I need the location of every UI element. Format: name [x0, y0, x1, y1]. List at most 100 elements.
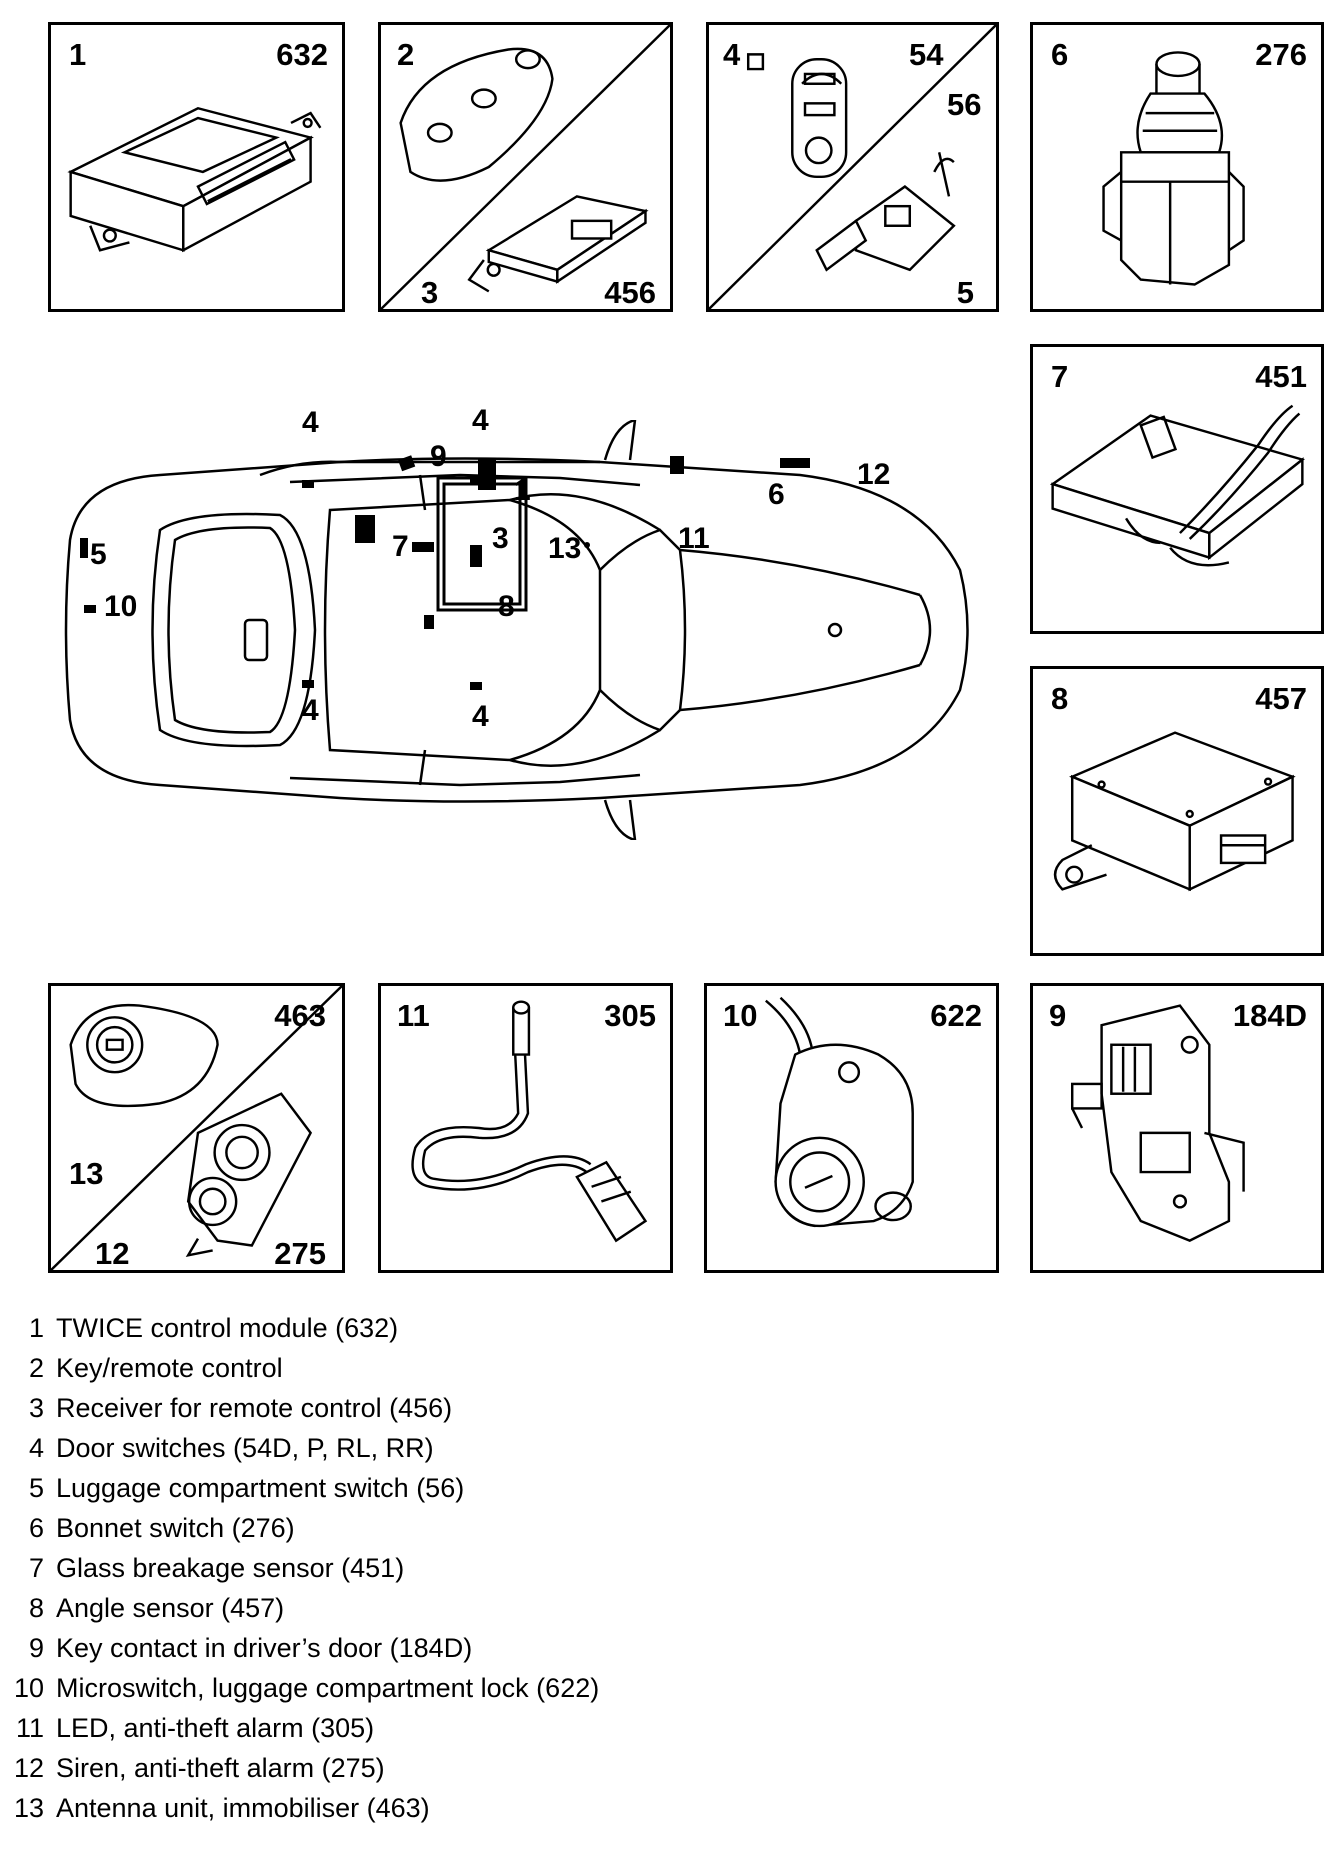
panel-part-number: 56 — [947, 87, 982, 122]
key-receiver-illustration — [381, 25, 670, 309]
legend-number: 1 — [28, 1313, 44, 1343]
car-label-antenna-unit: 13 — [548, 532, 582, 565]
legend-number: 13 — [13, 1793, 44, 1823]
legend-text: Antenna unit, immobiliser (463) — [56, 1793, 430, 1823]
legend-number: 12 — [13, 1753, 44, 1783]
panel-key-receiver: 2 3 456 — [378, 22, 673, 312]
panel-part-number: 457 — [1255, 681, 1307, 716]
panel-number-label: 9 — [1049, 998, 1067, 1033]
legend-item: 4 Door switches (54D, P, RL, RR) — [0, 1428, 434, 1468]
legend-text: Microswitch, luggage compartment lock (6… — [56, 1673, 600, 1703]
legend-number: 10 — [13, 1673, 44, 1703]
legend-text: TWICE control module (632) — [56, 1313, 399, 1343]
legend-item: 8 Angle sensor (457) — [0, 1588, 284, 1628]
panel-door-luggage-switch: 4 54 56 5 — [706, 22, 999, 312]
legend-item: 5 Luggage compartment switch (56) — [0, 1468, 464, 1508]
legend-text: Bonnet switch (276) — [56, 1513, 295, 1543]
legend-text: Angle sensor (457) — [56, 1593, 285, 1623]
car-label-siren: 12 — [857, 458, 891, 491]
panel-key-contact: 9 184D — [1030, 983, 1324, 1273]
panel-part-number: 275 — [274, 1236, 326, 1271]
panel-glass-breakage-sensor: 7 451 — [1030, 344, 1324, 634]
legend-item: 11 LED, anti-theft alarm (305) — [0, 1708, 374, 1748]
panel-number-label: 13 — [69, 1156, 104, 1191]
panel-bonnet-switch: 6 276 — [1030, 22, 1324, 312]
car-label-luggage-switch: 5 — [90, 538, 107, 571]
legend-text: Siren, anti-theft alarm (275) — [56, 1753, 385, 1783]
car-outline-illustration — [64, 420, 969, 840]
led-illustration — [411, 1000, 648, 1243]
legend-item: 12 Siren, anti-theft alarm (275) — [0, 1748, 385, 1788]
glass-sensor-illustration — [1049, 404, 1305, 567]
panel-number-label: 5 — [956, 275, 974, 310]
legend-item: 6 Bonnet switch (276) — [0, 1508, 295, 1548]
legend-item: 13 Antenna unit, immobiliser (463) — [0, 1788, 430, 1828]
panel-part-number: 305 — [604, 998, 656, 1033]
legend-number: 11 — [15, 1713, 44, 1743]
panel-number-label: 1 — [69, 37, 87, 72]
car-label-receiver: 3 — [492, 522, 509, 555]
legend-number: 9 — [28, 1633, 44, 1663]
panel-luggage-lock-microswitch: 10 622 — [704, 983, 999, 1273]
legend-item: 9 Key contact in driver’s door (184D) — [0, 1628, 472, 1668]
legend-item: 7 Glass breakage sensor (451) — [0, 1548, 404, 1588]
panel-number-label: 2 — [397, 37, 415, 72]
legend-number: 5 — [28, 1473, 44, 1503]
car-label-door-switch-d: 4 — [302, 694, 319, 727]
legend-text: LED, anti-theft alarm (305) — [56, 1713, 375, 1743]
car-label-angle-sensor: 8 — [498, 590, 515, 623]
panel-part-number: 54 — [909, 37, 944, 72]
panel-part-number: 451 — [1255, 359, 1307, 394]
car-label-bonnet-switch: 6 — [768, 478, 785, 511]
legend-number: 3 — [28, 1393, 44, 1423]
panel-number-label: 7 — [1051, 359, 1069, 394]
panel-part-number: 276 — [1255, 37, 1307, 72]
legend-number: 6 — [28, 1513, 44, 1543]
panel-part-number: 456 — [604, 275, 656, 310]
car-label-luggage-microswitch: 10 — [104, 590, 138, 623]
car-label-control-module: 1 — [514, 474, 531, 507]
panel-number-label: 3 — [421, 275, 439, 310]
door-switch-illustration — [709, 25, 996, 309]
car-label-door-switch-rl: 4 — [302, 406, 319, 439]
panel-part-number: 184D — [1232, 998, 1307, 1033]
antenna-siren-illustration — [51, 986, 342, 1270]
legend-item: 2 Key/remote control — [0, 1348, 283, 1388]
panel-led: 11 305 — [378, 983, 673, 1273]
panel-number-label: 6 — [1051, 37, 1069, 72]
panel-number-label: 8 — [1051, 681, 1069, 716]
panel-part-number: 463 — [274, 998, 326, 1033]
legend-text: Glass breakage sensor (451) — [56, 1553, 405, 1583]
control-module-illustration — [67, 106, 322, 253]
panel-number-label: 11 — [397, 998, 430, 1033]
bonnet-switch-illustration — [1102, 51, 1245, 286]
panel-part-number: 622 — [930, 998, 982, 1033]
microswitch-illustration — [765, 996, 914, 1228]
legend-text: Key contact in driver’s door (184D) — [56, 1633, 473, 1663]
legend-item: 10 Microswitch, luggage compartment lock … — [0, 1668, 599, 1708]
legend-text: Luggage compartment switch (56) — [56, 1473, 465, 1503]
car-label-door-switch-rr: 4 — [472, 404, 489, 437]
key-contact-illustration — [1070, 1004, 1245, 1242]
car-label-glass-sensor: 7 — [392, 530, 409, 563]
panel-part-number: 632 — [276, 37, 328, 72]
panel-antenna-siren: 463 13 12 275 — [48, 983, 345, 1273]
car-label-led: 11 — [678, 522, 710, 555]
legend-number: 2 — [28, 1353, 44, 1383]
panel-control-module: 1 632 — [48, 22, 345, 312]
car-top-view: 4 4 9 1 6 12 7 3 13 11 5 10 8 4 4 — [40, 406, 1000, 840]
legend-item: 3 Receiver for remote control (456) — [0, 1388, 452, 1428]
car-label-door-switch-p: 4 — [472, 700, 489, 733]
legend-text: Receiver for remote control (456) — [56, 1393, 453, 1423]
legend-text: Key/remote control — [56, 1353, 283, 1383]
legend-text: Door switches (54D, P, RL, RR) — [56, 1433, 434, 1463]
car-label-key-contact: 9 — [430, 440, 447, 473]
panel-number-label: 4 — [723, 37, 741, 72]
legend-number: 7 — [28, 1553, 44, 1583]
legend-number: 8 — [28, 1593, 44, 1623]
legend-number: 4 — [28, 1433, 44, 1463]
angle-sensor-illustration — [1053, 731, 1296, 892]
legend-item: 1 TWICE control module (632) — [0, 1308, 398, 1348]
panel-number-label: 12 — [95, 1236, 130, 1271]
panel-angle-sensor: 8 457 — [1030, 666, 1324, 956]
